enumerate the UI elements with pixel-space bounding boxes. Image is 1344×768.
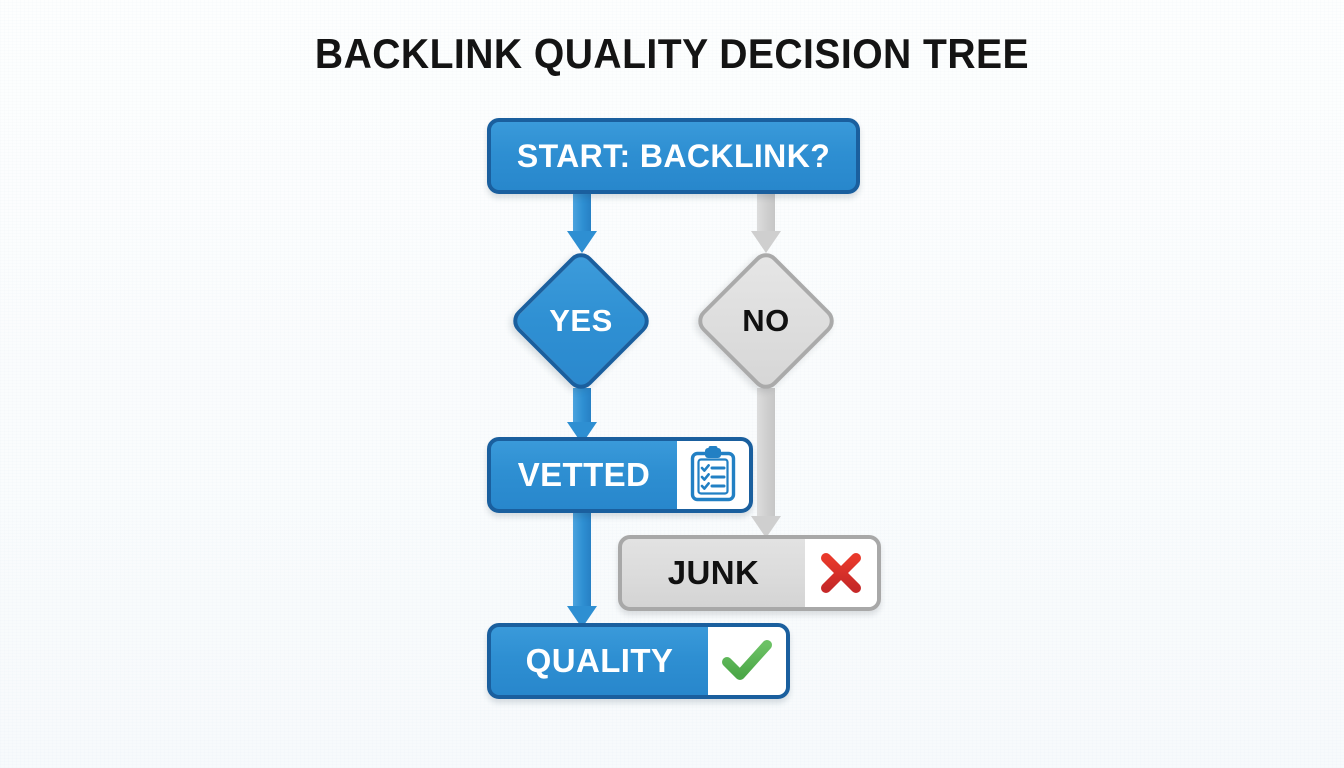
page-title: BACKLINK QUALITY DECISION TREE [314, 30, 1030, 77]
clipboard-checklist-icon [690, 446, 736, 502]
node-junk[interactable]: JUNK [618, 535, 881, 611]
connector-shaft [573, 388, 591, 426]
node-no-label: NO [742, 303, 790, 338]
node-quality-icon-panel [708, 627, 786, 695]
node-junk-icon-panel [805, 539, 877, 607]
node-vetted-label: VETTED [517, 456, 651, 493]
node-yes[interactable]: YES [507, 247, 655, 395]
connector-shaft [573, 193, 591, 235]
node-quality[interactable]: QUALITY [487, 623, 790, 699]
node-vetted[interactable]: VETTED [487, 437, 753, 513]
green-check-icon [722, 640, 772, 680]
node-vetted-icon-panel [677, 441, 749, 509]
connector-shaft [757, 388, 775, 520]
arrowhead-down-icon [751, 516, 781, 538]
connector-vetted-to-quality [567, 508, 597, 630]
arrowhead-down-icon [567, 231, 597, 253]
connector-no-to-junk [751, 388, 781, 540]
arrowhead-down-icon [751, 231, 781, 253]
connector-shaft [757, 193, 775, 235]
node-yes-label: YES [549, 303, 613, 338]
node-quality-label: QUALITY [525, 642, 674, 679]
node-start-label: START: BACKLINK? [516, 137, 831, 174]
arrowhead-down-icon [567, 606, 597, 628]
red-x-icon [821, 553, 861, 593]
node-junk-label: JUNK [667, 554, 760, 591]
node-start[interactable]: START: BACKLINK? [487, 118, 860, 194]
connector-start-to-yes [567, 193, 597, 255]
connector-start-to-no [751, 193, 781, 255]
connector-shaft [573, 508, 591, 610]
node-no[interactable]: NO [692, 247, 840, 395]
